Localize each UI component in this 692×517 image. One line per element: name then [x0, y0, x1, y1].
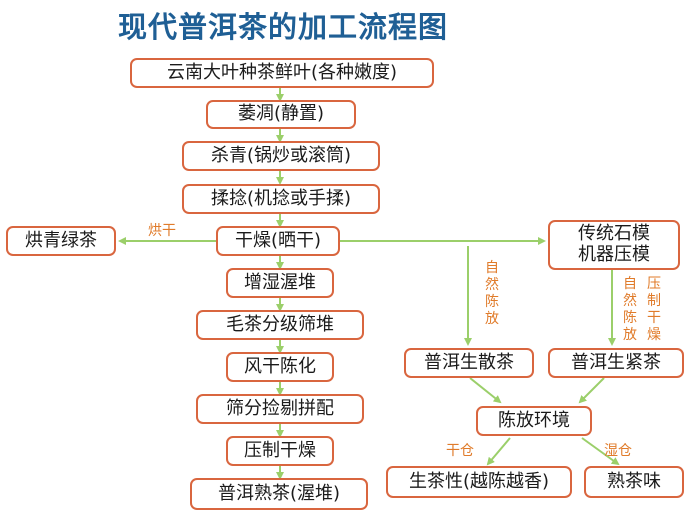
arrow-compressed-to-aging: [578, 377, 605, 404]
press-method-line-2: 机器压模: [578, 244, 650, 265]
page-title: 现代普洱茶的加工流程图: [118, 10, 449, 44]
label-natural-aging-2: 自然陈放: [623, 276, 637, 343]
label-wet-storage: 湿仓: [604, 443, 632, 459]
step-grading: 毛茶分级筛堆: [196, 310, 364, 340]
compressed-tea-box: 普洱生紧茶: [548, 348, 684, 378]
step-drying: 干燥(晒干): [216, 226, 340, 256]
step-blending: 筛分捡剔拼配: [196, 394, 364, 424]
aging-env-box: 陈放环境: [476, 406, 592, 436]
step-piling: 增湿渥堆: [226, 268, 334, 298]
step-air-aging: 风干陈化: [226, 352, 334, 382]
press-method-box: 传统石模 机器压模: [548, 220, 680, 270]
step-rolling: 揉捻(机捻或手揉): [182, 184, 380, 214]
loose-tea-box: 普洱生散茶: [404, 348, 534, 378]
label-bake-dry: 烘干: [148, 223, 176, 239]
step-ripe-result: 普洱熟茶(渥堆): [190, 478, 368, 510]
ripe-taste-box: 熟茶味: [584, 466, 684, 498]
raw-tea-result-box: 生茶性(越陈越香): [386, 466, 572, 498]
arrow-aging-to-ripe: [581, 437, 620, 466]
label-natural-aging: 自然陈放: [485, 260, 499, 327]
step-fixing: 杀青(锅炒或滚筒): [182, 141, 380, 171]
step-pressing: 压制干燥: [226, 436, 334, 466]
step-fresh-leaf: 云南大叶种茶鲜叶(各种嫩度): [130, 58, 434, 88]
step-withering: 萎凋(静置): [206, 100, 356, 129]
green-tea-box: 烘青绿茶: [6, 226, 116, 256]
press-method-line-1: 传统石模: [578, 223, 650, 245]
arrow-aging-to-raw: [486, 437, 511, 466]
arrow-loose-to-aging: [469, 377, 502, 404]
label-dry-storage: 干仓: [446, 443, 474, 459]
label-press-dry: 压制干燥: [647, 276, 661, 343]
